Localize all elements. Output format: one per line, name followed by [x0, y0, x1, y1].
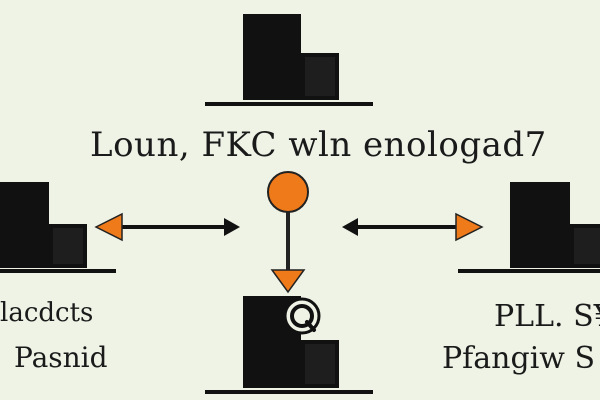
down-arrowhead	[270, 269, 306, 294]
computer-left-icon	[0, 182, 116, 273]
right-node-label-bottom: Pfangiw S	[442, 341, 596, 376]
computer-top-icon	[205, 14, 373, 106]
left-node-label-top: lacdcts	[0, 298, 94, 328]
right-node-label-top: PLL. S¥	[494, 299, 600, 334]
right-arrow-tip-black	[342, 218, 358, 236]
left-node-label-bottom: Pasnid	[14, 341, 108, 374]
diagram-title: Loun, FKC wln enologad7	[90, 125, 547, 165]
search-icon	[283, 297, 321, 335]
right-arrowhead	[455, 212, 484, 242]
left-arrow-tip-black	[224, 218, 240, 236]
central-node	[267, 171, 309, 213]
left-arrowhead	[94, 212, 123, 242]
computer-right-icon	[458, 182, 600, 273]
computer-bottom-icon	[205, 296, 373, 394]
